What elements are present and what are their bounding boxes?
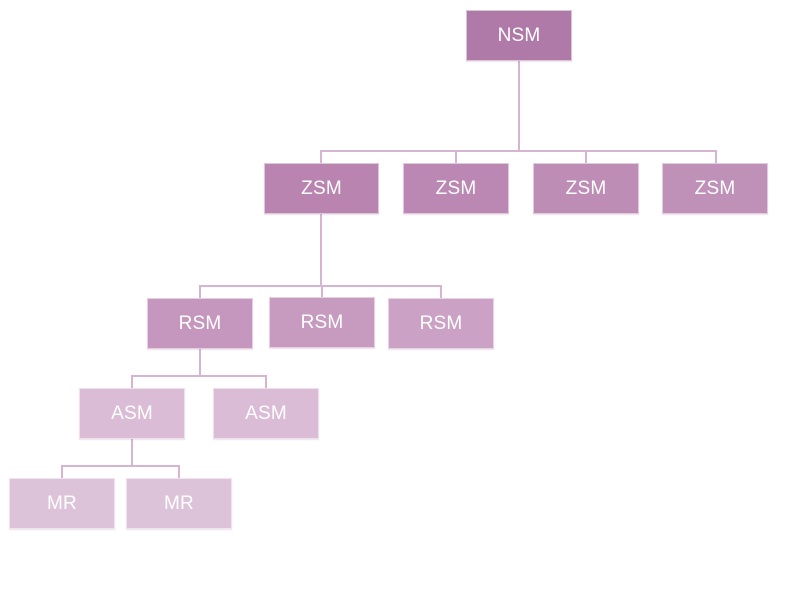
org-node-label: MR [47, 493, 77, 514]
org-node-zsm[interactable]: ZSM [403, 163, 509, 214]
org-node-mr[interactable]: MR [9, 478, 115, 529]
org-node-rsm[interactable]: RSM [269, 297, 375, 348]
org-node-label: RSM [300, 312, 344, 333]
org-node-zsm[interactable]: ZSM [264, 163, 379, 214]
org-node-label: ZSM [694, 178, 736, 199]
org-node-rsm[interactable]: RSM [388, 298, 494, 349]
org-node-label: NSM [497, 25, 541, 46]
org-node-nsm[interactable]: NSM [466, 10, 572, 61]
org-node-label: ZSM [565, 178, 607, 199]
org-node-mr[interactable]: MR [126, 478, 232, 529]
org-node-label: ZSM [435, 178, 477, 199]
org-node-label: RSM [419, 313, 463, 334]
org-node-zsm[interactable]: ZSM [662, 163, 768, 214]
org-node-label: RSM [178, 313, 222, 334]
org-node-rsm[interactable]: RSM [147, 298, 253, 349]
org-node-label: ASM [245, 403, 287, 424]
org-node-asm[interactable]: ASM [79, 388, 185, 439]
org-node-asm[interactable]: ASM [213, 388, 319, 439]
org-node-label: ASM [111, 403, 153, 424]
org-node-label: MR [164, 493, 194, 514]
org-node-label: ZSM [301, 178, 342, 199]
org-node-zsm[interactable]: ZSM [533, 163, 639, 214]
